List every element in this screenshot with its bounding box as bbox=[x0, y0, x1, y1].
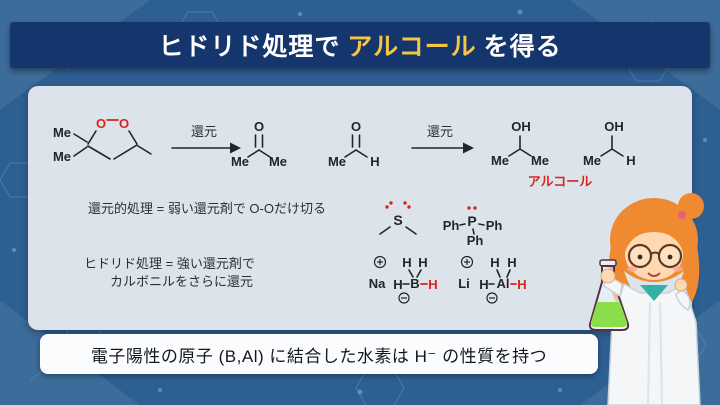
mouth bbox=[647, 272, 661, 277]
acetone-structure: O Me Me bbox=[231, 119, 287, 169]
atom-me: Me bbox=[531, 153, 549, 168]
ethanol-structure: OH Me H bbox=[583, 119, 636, 168]
atom-oh: OH bbox=[604, 119, 624, 134]
reduction-arrow-2: 還元 bbox=[411, 124, 474, 154]
atom-oh: OH bbox=[511, 119, 531, 134]
scientist-character bbox=[588, 193, 704, 405]
alcohol-label: アルコール bbox=[528, 174, 593, 189]
atom-me: Me bbox=[53, 149, 71, 164]
character-body bbox=[607, 282, 701, 405]
atom-h: H bbox=[393, 277, 402, 292]
shirt-collar bbox=[640, 285, 668, 301]
right-sleeve bbox=[675, 289, 691, 312]
atom-o: O bbox=[96, 116, 106, 131]
atom-p: P bbox=[467, 213, 476, 229]
atom-h: H bbox=[402, 255, 411, 270]
atom-b: B bbox=[410, 276, 419, 291]
atom-me: Me bbox=[231, 154, 249, 169]
sodium-borohydride-structure: Na H H B H H bbox=[369, 255, 438, 304]
sulfide-structure: S bbox=[379, 201, 417, 235]
footer-note: 電子陽性の原子 (B,Al) に結合した水素は H⁻ の性質を持つ bbox=[40, 334, 598, 374]
atom-me: Me bbox=[269, 154, 287, 169]
character-arms bbox=[600, 268, 691, 312]
atom-h: H bbox=[479, 277, 488, 292]
content-panel bbox=[28, 86, 692, 330]
isopropanol-structure: OH Me Me bbox=[491, 119, 549, 168]
atom-h: H bbox=[626, 153, 635, 168]
title-suffix: を得る bbox=[483, 33, 562, 61]
atom-me: Me bbox=[491, 153, 509, 168]
note-hydride-line2: カルボニルをさらに還元 bbox=[110, 274, 253, 289]
note-hydride-line1: ヒドリド処理 = 強い還元剤で bbox=[84, 256, 255, 271]
title-highlight: アルコール bbox=[347, 33, 477, 61]
atom-me: Me bbox=[328, 154, 346, 169]
atom-h-hydride: H bbox=[428, 277, 437, 292]
atom-h: H bbox=[507, 255, 516, 270]
atom-o: O bbox=[351, 119, 361, 134]
title-prefix: ヒドリド処理で bbox=[158, 33, 341, 61]
atom-o: O bbox=[119, 116, 129, 131]
eye-left bbox=[637, 254, 643, 260]
atom-ph: Ph bbox=[443, 218, 460, 233]
arrow-label: 還元 bbox=[427, 124, 453, 139]
atom-na: Na bbox=[369, 276, 386, 291]
left-hand bbox=[600, 268, 616, 284]
note-hydride: ヒドリド処理 = 強い還元剤で カルボニルをさらに還元 bbox=[84, 256, 255, 289]
slide-title: ヒドリド処理で アルコール を得る bbox=[10, 22, 710, 68]
phosphine-structure: P Ph Ph Ph bbox=[443, 206, 503, 248]
atom-al: Al bbox=[497, 276, 510, 291]
eye-right bbox=[667, 254, 673, 260]
peroxide-structure: Me Me O O bbox=[53, 116, 152, 164]
reduction-arrow-1: 還元 bbox=[171, 124, 241, 154]
right-hand bbox=[674, 278, 688, 292]
hair-scrunchie bbox=[678, 211, 686, 219]
atom-o: O bbox=[254, 119, 264, 134]
footer-note-text: 電子陽性の原子 (B,Al) に結合した水素は H⁻ の性質を持つ bbox=[90, 346, 548, 366]
flask-icon bbox=[588, 259, 630, 331]
atom-me: Me bbox=[583, 153, 601, 168]
atom-h: H bbox=[418, 255, 427, 270]
atom-li: Li bbox=[458, 276, 470, 291]
lithium-aluminum-hydride-structure: Li H H Al H H bbox=[458, 255, 527, 304]
atom-h-hydride: H bbox=[517, 277, 526, 292]
note-reductive: 還元的処理 = 弱い還元剤で O-Oだけ切る bbox=[88, 201, 326, 216]
atom-me: Me bbox=[53, 125, 71, 140]
arrow-label: 還元 bbox=[191, 124, 217, 139]
acetaldehyde-structure: O Me H bbox=[328, 119, 380, 169]
character-bangs bbox=[625, 218, 683, 252]
atom-h: H bbox=[370, 154, 379, 169]
character-face bbox=[625, 218, 683, 280]
atom-s: S bbox=[393, 212, 402, 228]
atom-ph: Ph bbox=[486, 218, 503, 233]
atom-ph: Ph bbox=[467, 233, 484, 248]
atom-h: H bbox=[490, 255, 499, 270]
